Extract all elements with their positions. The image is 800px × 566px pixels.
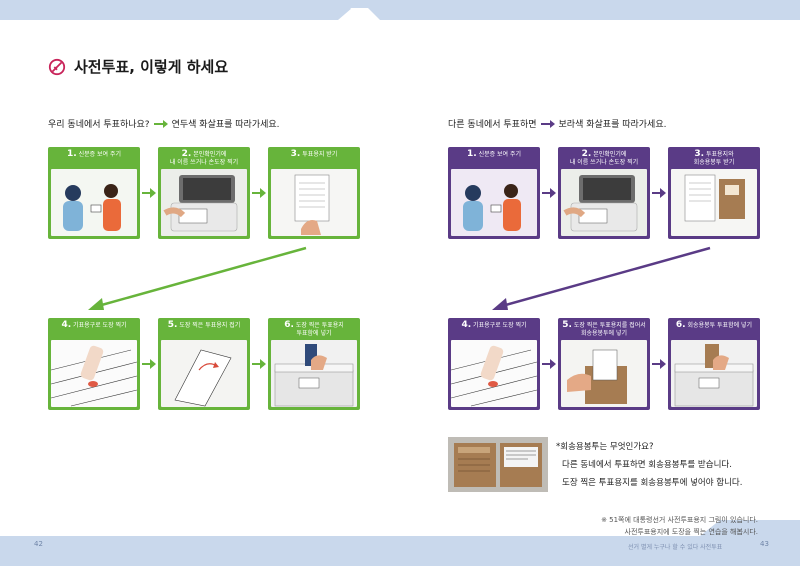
right-intro-follow: 보라색 화살표를 따라가세요.: [558, 120, 667, 130]
right-intro-text: 다른 동네에서 투표하면: [448, 120, 537, 130]
step-illustration-id: [51, 169, 137, 236]
left-step-5: 5. 도장 찍은 투표용지 접기: [158, 318, 250, 410]
envelope-photo: [448, 437, 548, 492]
purple-arrow-icon: [540, 119, 555, 128]
flow-arrow-icon: [252, 188, 266, 198]
right-step-4: 4. 기표용구로 도장 찍기: [448, 318, 540, 410]
flow-arrow-icon: [252, 359, 266, 369]
right-step-3: 3. 투표용지와 회송용봉투 받기: [668, 147, 760, 239]
left-intro-text: 우리 동네에서 투표하나요?: [48, 120, 150, 130]
flow-arrow-icon: [652, 359, 666, 369]
step-illustration-stamp: [51, 340, 137, 407]
flow-arrow-icon: [542, 188, 556, 198]
flow-arrow-icon: [542, 359, 556, 369]
green-arrow-icon: [153, 119, 168, 128]
footnote: ※ 51쪽에 대통령선거 사전투표용지 그림이 있습니다. 사전투표용지에 도장…: [601, 514, 758, 538]
right-step-2: 2. 본인확인기에 내 이름 쓰거나 손도장 찍기: [558, 147, 650, 239]
step-illustration-machine: [561, 169, 647, 236]
step-illustration-box: [671, 340, 757, 407]
left-step-2: 2. 본인확인기에 내 이름 쓰거나 손도장 찍기: [158, 147, 250, 239]
envelope-question: *회송용봉투는 무엇인가요?: [556, 442, 654, 452]
page-title: 사전투표, 이렇게 하세요: [74, 58, 229, 76]
right-step-1: 1. 신분증 보여 주기: [448, 147, 540, 239]
step-illustration-ballot: [271, 169, 357, 236]
step-illustration-ballot-envelope: [671, 169, 757, 236]
right-intro: 다른 동네에서 투표하면 보라색 화살표를 따라가세요.: [448, 117, 666, 130]
envelope-line-2: 도장 찍은 투표용지를 회송용봉투에 넣어야 합니다.: [562, 478, 743, 488]
step-illustration-machine: [161, 169, 247, 236]
step-illustration-insert-envelope: [561, 340, 647, 407]
right-step-6: 6. 회송용봉투 투표함에 넣기: [668, 318, 760, 410]
running-title: 선거 별게 누구나 할 수 있다 사전투표: [628, 544, 723, 551]
step-illustration-id: [451, 169, 537, 236]
flow-arrow-icon: [652, 188, 666, 198]
right-step-5: 5. 도장 찍은 투표용지를 접어서 회송용봉투에 넣기: [558, 318, 650, 410]
page-number-right: 43: [760, 540, 769, 548]
flow-arrow-icon: [142, 359, 156, 369]
left-intro: 우리 동네에서 투표하나요? 연두색 화살표를 따라가세요.: [48, 117, 280, 130]
step-illustration-stamp: [451, 340, 537, 407]
left-step-1: 1. 신분증 보여 주기: [48, 147, 140, 239]
footnote-line-2: 사전투표용지에 도장을 찍는 연습을 해봅시다.: [624, 528, 759, 536]
page-number-left: 42: [34, 540, 43, 548]
step-illustration-fold: [161, 340, 247, 407]
election-logo-icon: [48, 58, 66, 75]
step-illustration-box: [271, 340, 357, 407]
left-step-6: 6. 도장 찍은 투표용지 투표함에 넣기: [268, 318, 360, 410]
footnote-line-1: ※ 51쪽에 대통령선거 사전투표용지 그림이 있습니다.: [601, 516, 758, 524]
left-step-3: 3. 투표용지 받기: [268, 147, 360, 239]
left-step-4: 4. 기표용구로 도장 찍기: [48, 318, 140, 410]
diagonal-arrow-icon: [492, 246, 711, 310]
diagonal-arrow-icon: [88, 246, 307, 310]
title-row: 사전투표, 이렇게 하세요: [48, 56, 228, 77]
envelope-line-1: 다른 동네에서 투표하면 회송용봉투를 받습니다.: [562, 460, 732, 470]
left-intro-follow: 연두색 화살표를 따라가세요.: [171, 120, 280, 130]
flow-arrow-icon: [142, 188, 156, 198]
